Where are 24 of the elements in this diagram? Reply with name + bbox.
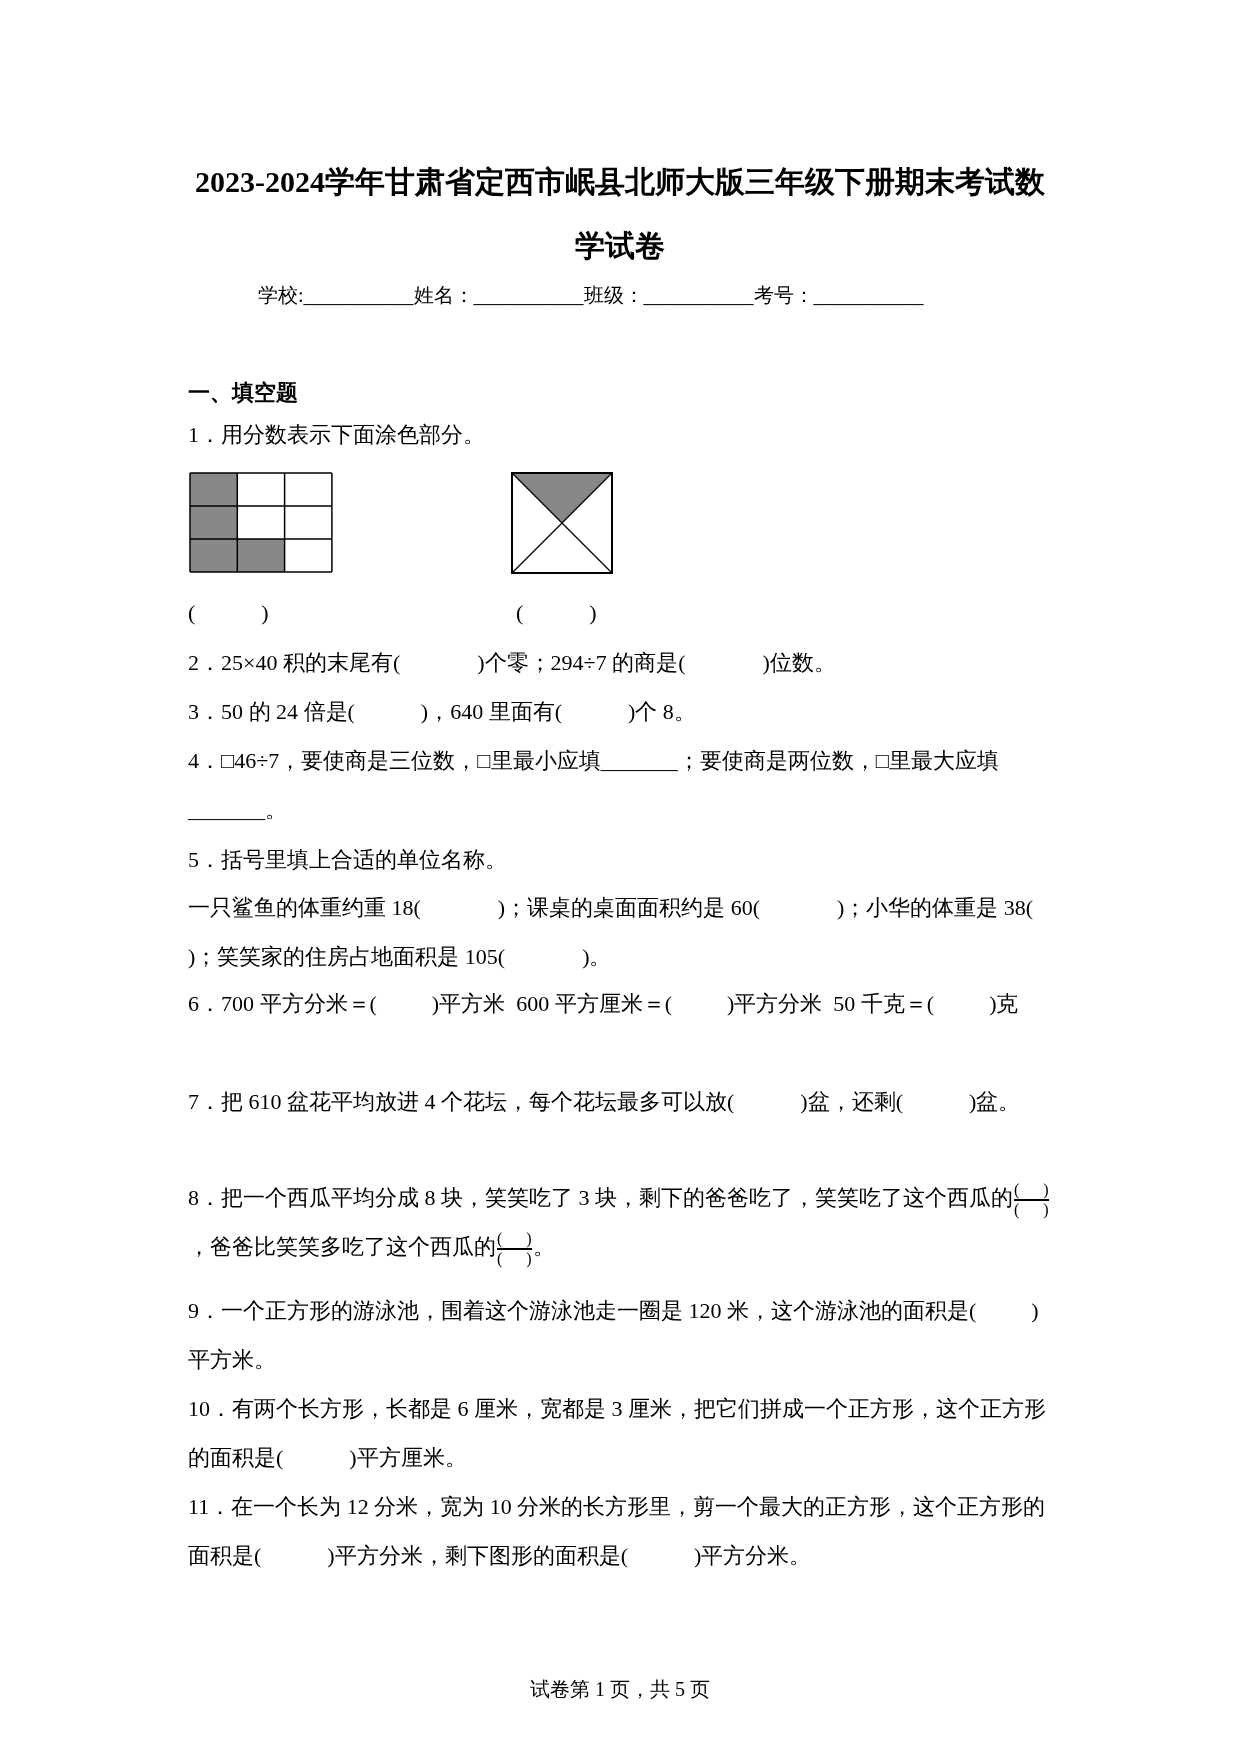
question-text: 11．在一个长为 12 分米，宽为 10 分米的长方形里，剪一个最大的正方形，这个正方形的面积是( )平方分米，剩下图形的面积是( )平方分米。 [188,1493,1047,1570]
question-text: 。 [532,1234,555,1259]
fraction-numerator-blank: ( ) [497,1229,532,1248]
question-text: ，爸爸比笑笑多吃了这个西瓜的 [188,1234,496,1259]
question-text: 1．用分数表示下面涂色部分。 [188,421,486,449]
question-text: 一只鲨鱼的体重约重 18( )；课桌的桌面面积约是 60( )；小华的体重是 38( )；笑笑家的住房占地面积是 105( )。 [188,894,1035,971]
question-text: 6．700 平方分米＝( )平方米 600 平方厘米＝( )平方分米 50 千克＝( )克 [188,990,1020,1018]
page-footer: 试卷第 1 页，共 5 页 [0,1676,1240,1703]
student-info-line: 学校:___________姓名：___________班级：___________考号：___________ [258,283,924,308]
question-text: 9．一个正方形的游泳池，围着这个游泳池走一圈是 120 米，这个游泳池的面积是( )平方米。 [188,1297,1040,1374]
question-text: 4．□46÷7，要使商是三位数，□里最小应填_______；要使商是两位数，□里最大应填_______。 [188,747,1000,824]
question-text: 3．50 的 24 倍是( )，640 里面有( )个 8。 [188,698,697,726]
answer-parentheses: ( ) [188,600,269,626]
fraction-numerator-blank: ( ) [1014,1180,1049,1199]
exam-title: 2023-2024学年甘肃省定西市岷县北师大版三年级下册期末考试数学试卷 [195,164,1045,264]
section-heading: 一、填空题 [188,379,298,407]
fraction-denominator-blank: ( ) [1014,1200,1049,1219]
question-text: 5．括号里填上合适的单位名称。 [188,846,508,874]
question-text: 10．有两个长方形，长都是 6 厘米，宽都是 3 厘米，把它们拼成一个正方形，这个正方形的面积是( )平方厘米。 [188,1395,1047,1472]
question-text: 8．把一个西瓜平均分成 8 块，笑笑吃了 3 块，剩下的爸爸吃了，笑笑吃了这个西瓜的 [188,1185,1013,1210]
answer-parentheses: ( ) [516,600,597,626]
question-text: 7．把 610 盆花平均放进 4 个花坛，每个花坛最多可以放( )盆，还剩( )盆。 [188,1088,1022,1116]
question-text: 2．25×40 积的末尾有( )个零；294÷7 的商是( )位数。 [188,649,837,677]
fraction-denominator-blank: ( ) [497,1249,532,1268]
